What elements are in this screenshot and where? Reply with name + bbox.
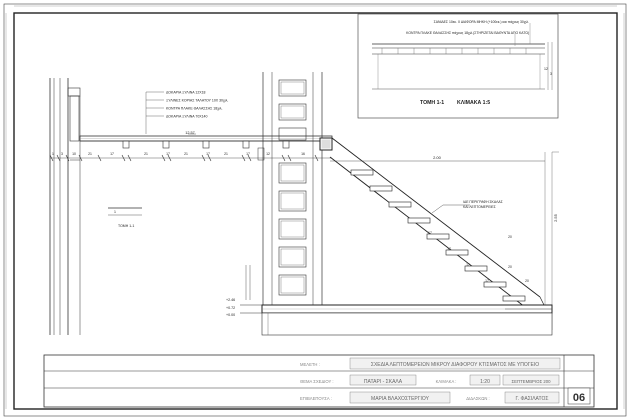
- top-dim-4: 21: [88, 152, 92, 156]
- step-dim-2: 17: [447, 247, 451, 251]
- top-dim-12: 12: [266, 152, 270, 156]
- step-dim-3: 20: [508, 235, 512, 239]
- top-dim-1: 1: [52, 152, 54, 156]
- sheet-frame-inner: [13, 12, 618, 410]
- floor-label-beams: ΔΟΚΑΡΙΑ ΞΥΛΙΝΑ 12Χ18: [166, 91, 206, 95]
- step-dim-7: 20: [525, 279, 529, 283]
- section-label-2: ΚΟΝΤΡΑ ΠΛΑΚΕ ΘΑΛΑΣΣΗΣ πάχους 18χιλ.(ΣΤΗΡ…: [406, 31, 529, 35]
- top-dim-9: 17: [206, 152, 210, 156]
- mezzanine-floor: [79, 135, 333, 149]
- step-dim-6: 17: [485, 279, 489, 283]
- tb-value-teacher: Γ. ΦΑΣΙΛΑΤΟΣ: [516, 396, 549, 402]
- floor-labels: ΔΟΚΑΡΙΑ ΞΥΛΙΝΑ 12Χ18 ΞΥΛΙΝΕΣ ΚΟΡΙΑΣ ΤΑΛΑ…: [145, 91, 228, 135]
- top-dim-13: 16: [301, 152, 305, 156]
- section-dim-2: 3: [550, 72, 552, 76]
- wall-panels: [245, 72, 323, 305]
- level-base: +0.00: [226, 313, 235, 317]
- top-dim-6: 21: [144, 152, 148, 156]
- tb-value-study: ΣΧΕΔΙΑ ΛΕΠΤΟΜΕΡΕΙΩΝ ΜΙΚΡΟΥ ΔΙΑΦΟΡΟΥ ΚΤΙΣ…: [371, 362, 539, 368]
- top-dim-7: 17: [166, 152, 170, 156]
- stair-height-dim: 2.55: [553, 213, 558, 222]
- floor-label-joists: ΔΟΚΑΡΙΑ ΞΥΛΙΝΑ 70Χ140: [166, 115, 207, 119]
- title-block: ΜΕΛΕΤΗ : ΣΧΕΔΙΑ ΛΕΠΤΟΜΕΡΕΙΩΝ ΜΙΚΡΟΥ ΔΙΑΦ…: [43, 354, 595, 408]
- step-dim-5: 20: [508, 265, 512, 269]
- level-mid: +0.72: [226, 306, 235, 310]
- tb-label-scale: ΚΛΙΜΑΚΑ :: [436, 379, 457, 384]
- stair-run-dim: 2.00: [433, 155, 442, 160]
- tb-value-subject: ΠΑΤΑΡΙ - ΣΚΑΛΑ: [364, 379, 403, 385]
- section-label-1: ΣΑΝΙΔΕΣ 10εκ. Χ ΔΙΑΦΟΡΑ ΜΗΚΗ (+100εκ.) κ…: [434, 20, 529, 24]
- top-dim-5: 17: [110, 152, 114, 156]
- level-top: +2.46: [226, 298, 235, 302]
- floor-label-boards: ΞΥΛΙΝΕΣ ΚΟΡΙΑΣ ΤΑΛΑΤΟΥ 10Χ 30χιλ.: [166, 99, 228, 103]
- floor-label-plywood: ΚΟΝΤΡΑ ΠΛΑΚΕ ΘΑΛΑΣΣΗΣ 18χιλ.: [166, 107, 223, 111]
- top-dim-8: 21: [184, 152, 188, 156]
- tb-label-study: ΜΕΛΕΤΗ :: [300, 362, 320, 367]
- sheet-number: 06: [573, 392, 585, 404]
- step-dim-1: 17: [428, 231, 432, 235]
- section-key-label: ΤΟΜΗ 1-1: [118, 224, 134, 228]
- top-dim-11: 17: [246, 152, 250, 156]
- top-dimension-chain: 1 3 10 21 17 21 17 21 17 21 17 12 16: [49, 152, 332, 162]
- tb-label-subject: ΘΕΜΑ ΣΧΕΔΙΟΥ :: [300, 379, 334, 384]
- section-title: ΤΟΜΗ 1-1: [420, 100, 444, 106]
- tb-value-date: ΣΕΠΤΕΜΒΡΙΟΣ 200: [512, 379, 552, 384]
- top-dim-10: 21: [224, 152, 228, 156]
- section-scale: ΚΛΙΜΑΚΑ 1:5: [457, 100, 490, 106]
- top-dim-3: 10: [72, 152, 76, 156]
- section-dim-1: 12: [544, 67, 548, 71]
- tb-value-scale: 1:20: [480, 379, 490, 385]
- left-wall: [49, 78, 81, 335]
- stair-label-2: ΚΑΙ ΛΕΠΤΟΜΕΡΕΙΕΣ: [463, 205, 496, 209]
- floor-height-dim: 12.57: [185, 131, 195, 135]
- stair-label-1: ΙΔΕ ΠΕΡΙΓΡΑΦΗ ΣΚΑΛΑΣ: [463, 200, 503, 204]
- ground-slab: +2.46 +0.72 +0.00: [226, 298, 553, 336]
- step-dim-4: 17: [466, 263, 470, 267]
- stair: [319, 137, 559, 330]
- top-dim-2: 3: [61, 152, 63, 156]
- tb-label-teacher: ΔΙΔΑΣΚΩΝ :: [466, 396, 489, 401]
- section-detail: ΣΑΝΙΔΕΣ 10εκ. Χ ΔΙΑΦΟΡΑ ΜΗΚΗ (+100εκ.) κ…: [357, 13, 559, 119]
- stair-annotations: 2.00 2.55 ΙΔΕ ΠΕΡΙΓΡΑΦΗ ΣΚΑΛΑΣ ΚΑΙ ΛΕΠΤΟ…: [330, 155, 558, 283]
- section-key-marker: 1: [114, 210, 116, 214]
- section-key: 1 ΤΟΜΗ 1-1: [108, 207, 142, 228]
- tb-value-supervisor: ΜΑΡΙΑ ΒΛΑΧΟΣΤΕΡΓΙΟΥ: [371, 396, 430, 402]
- tb-label-supervisor: ΕΠΙΒΛΕΠΟΥΣΑ :: [300, 396, 332, 401]
- sheet-frame-outer: [3, 3, 627, 417]
